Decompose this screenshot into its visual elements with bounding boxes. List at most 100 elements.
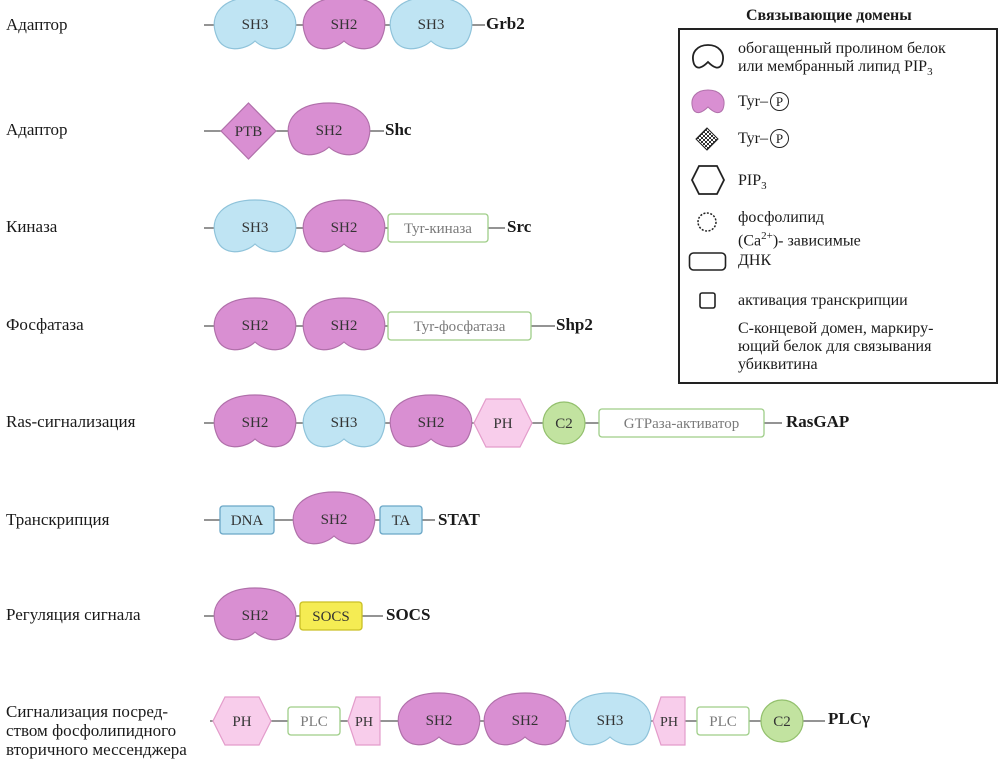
domain-label: SH2 bbox=[242, 415, 269, 431]
legend-text-pip3: PIP3 bbox=[738, 172, 767, 193]
hexagon-outline-icon bbox=[690, 165, 726, 195]
domain-row: SH2 SOCS bbox=[204, 587, 383, 641]
protein-name-stat: STAT bbox=[438, 510, 480, 529]
protein-name-socs: SOCS bbox=[386, 605, 431, 624]
domain-label: PH bbox=[660, 715, 678, 730]
domain-ptb-shape bbox=[220, 102, 277, 160]
domain-sh2-shape bbox=[483, 692, 567, 746]
domain-sh3-shape bbox=[213, 0, 297, 50]
domain-label: SH2 bbox=[331, 318, 358, 334]
domain-sh3-shape bbox=[389, 0, 473, 50]
domain-sh2-shape bbox=[397, 692, 481, 746]
row-label-transcription: Транскрипция bbox=[6, 510, 110, 529]
domain-socs-box bbox=[299, 601, 363, 631]
domain-row: SH3 SH2 Tyr-киназа bbox=[204, 199, 505, 253]
outline-bean-icon bbox=[692, 44, 724, 69]
domain-ta-box bbox=[379, 505, 423, 535]
domain-label: SH2 bbox=[242, 608, 269, 624]
domain-label: SOCS bbox=[312, 609, 350, 625]
legend-text-phospholipid: фосфолипид (Ca2+)- зависимые bbox=[738, 209, 861, 250]
domain-sh3-shape bbox=[302, 394, 386, 448]
domain-label: PTB bbox=[235, 124, 263, 140]
row-label-signal-regulation: Регуляция сигнала bbox=[6, 605, 141, 624]
domain-tyr-киназа-box bbox=[387, 213, 489, 243]
domain-label: SH2 bbox=[426, 713, 453, 729]
dotted-diamond-icon bbox=[695, 127, 719, 151]
domain-label: SH2 bbox=[331, 17, 358, 33]
row-label-ras-signaling: Ras-сигнализация bbox=[6, 412, 136, 431]
domain-ph-half-shape bbox=[347, 696, 381, 746]
domain-sh2-shape bbox=[302, 0, 386, 50]
domain-label: TA bbox=[392, 513, 411, 529]
domain-label: SH2 bbox=[512, 713, 539, 729]
domain-label: SH3 bbox=[597, 713, 624, 729]
legend-title: Связывающие домены bbox=[746, 7, 912, 24]
domain-label: SH2 bbox=[331, 220, 358, 236]
dotted-circle-icon bbox=[697, 212, 717, 232]
legend-text-transcription-activation: активация транскрипции bbox=[738, 292, 908, 309]
protein-name-grb2: Grb2 bbox=[486, 14, 525, 33]
domain-sh2-shape bbox=[213, 587, 297, 641]
domain-label: SH2 bbox=[242, 318, 269, 334]
domain-label: SH3 bbox=[242, 220, 269, 236]
domain-label: SH2 bbox=[418, 415, 445, 431]
legend-text-proline-rich: обогащенный пролином белок или мембранны… bbox=[738, 40, 946, 79]
protein-name-plcg: PLCγ bbox=[828, 709, 870, 728]
domain-sh2-shape bbox=[302, 199, 386, 253]
domain-row: SH2 SH2 Tyr-фосфатаза bbox=[204, 297, 555, 351]
domain-ph-half-shape bbox=[652, 696, 686, 746]
domain-sh2-shape bbox=[389, 394, 473, 448]
domain-sh2-shape bbox=[302, 297, 386, 351]
row-label-phosphatase: Фосфатаза bbox=[6, 315, 84, 334]
domain-label: SH3 bbox=[418, 17, 445, 33]
domain-label: PLC bbox=[709, 714, 737, 730]
domain-ph-shape bbox=[212, 696, 272, 746]
domain-plc-box bbox=[287, 706, 341, 736]
domain-row: DNA SH2 TA bbox=[204, 491, 435, 545]
domain-label: GTPаза-активатор bbox=[624, 416, 739, 432]
legend-text-tyr-p-2: Tyr–P bbox=[738, 129, 789, 148]
domain-label: Tyr-киназа bbox=[404, 221, 472, 237]
domain-sh2-shape bbox=[213, 394, 297, 448]
domain-sh2-shape bbox=[287, 102, 371, 156]
domain-label: DNA bbox=[231, 513, 264, 529]
domain-label: Tyr-фосфатаза bbox=[414, 319, 506, 335]
domain-label: SH2 bbox=[316, 123, 343, 139]
domain-c2-shape bbox=[760, 699, 804, 743]
domain-label: SH2 bbox=[321, 512, 348, 528]
domain-ph-shape bbox=[473, 398, 533, 448]
domain-c2-shape bbox=[542, 401, 586, 445]
domain-label: PH bbox=[493, 416, 512, 432]
domain-label: SH3 bbox=[242, 17, 269, 33]
domain-label: PH bbox=[232, 714, 251, 730]
domain-dna-box bbox=[219, 505, 275, 535]
legend-text-tyr-p-1: Tyr–P bbox=[738, 92, 789, 111]
domain-row: PTB SH2 bbox=[204, 102, 384, 160]
domain-tyr-фосфатаза-box bbox=[387, 311, 532, 341]
row-label-adaptor-1: Адаптор bbox=[6, 15, 68, 34]
domain-sh3-shape bbox=[568, 692, 652, 746]
legend-text-c-terminal: С-концевой домен, маркиру- ющий белок дл… bbox=[738, 320, 934, 373]
protein-name-shp2: Shp2 bbox=[556, 315, 593, 334]
phospho-badge-icon: P bbox=[769, 92, 789, 111]
phospho-badge-icon: P bbox=[769, 129, 789, 148]
legend-text-dna: ДНК bbox=[738, 252, 772, 269]
domain-row: SH2 SH3 SH2 PH C2 GTPаза-активатор bbox=[204, 394, 782, 448]
domain-sh2-shape bbox=[292, 491, 376, 545]
domain-label: C2 bbox=[773, 714, 791, 730]
protein-name-shc: Shc bbox=[385, 120, 412, 139]
small-square-icon bbox=[699, 292, 716, 309]
legend-box bbox=[678, 28, 998, 384]
domain-sh3-shape bbox=[213, 199, 297, 253]
domain-gtpаза-активатор-box bbox=[598, 408, 765, 438]
row-label-kinase: Киназа bbox=[6, 217, 58, 236]
domain-label: SH3 bbox=[331, 415, 358, 431]
protein-name-src: Src bbox=[507, 217, 532, 236]
protein-name-rasgap: RasGAP bbox=[786, 412, 850, 431]
domain-label: C2 bbox=[555, 416, 573, 432]
rounded-rect-icon bbox=[688, 252, 727, 271]
domain-sh2-shape bbox=[213, 297, 297, 351]
purple-bean-icon bbox=[691, 89, 725, 114]
